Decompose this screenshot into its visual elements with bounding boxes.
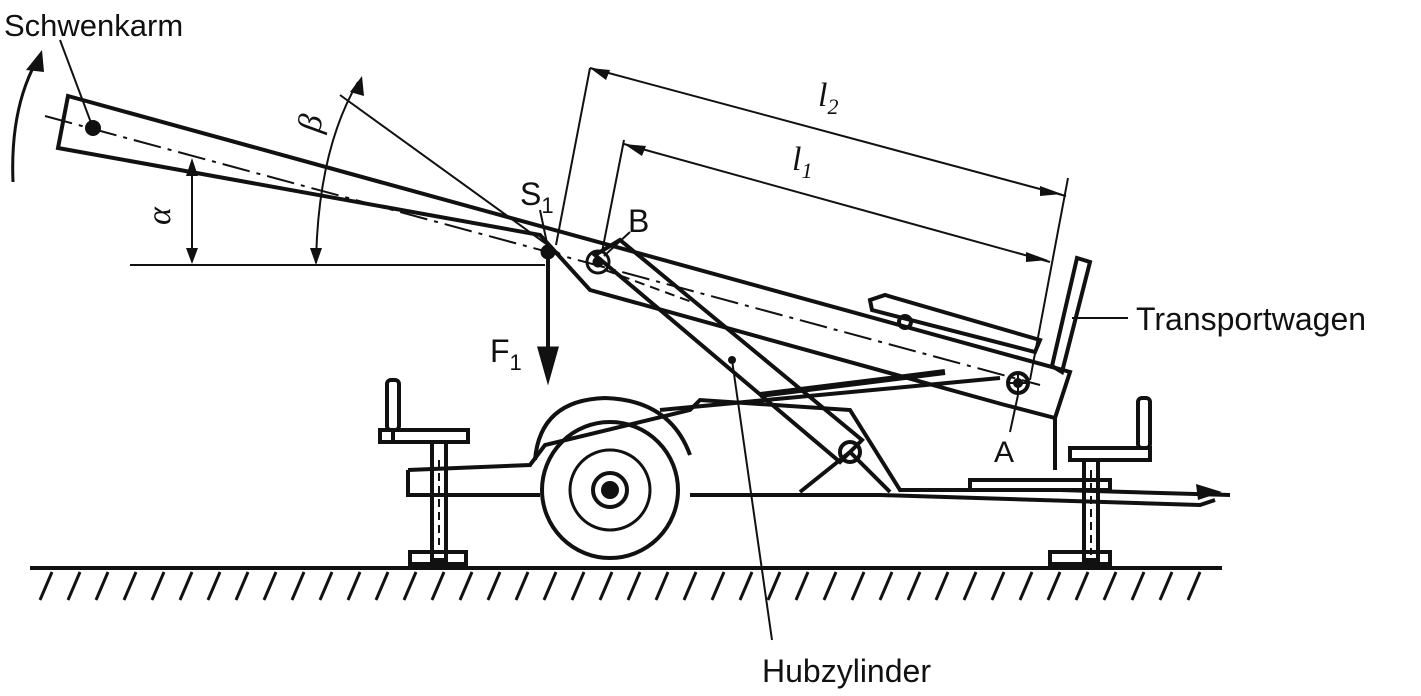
ground-hatch-line [234,571,250,601]
ground-hatch-line [1046,571,1062,601]
force-f1-arrowhead [537,346,559,386]
wheel [533,395,692,560]
label-a: A [994,436,1014,469]
ground-hatch-line [1102,571,1118,601]
right-support-jack [968,396,1152,566]
a-leader [1009,394,1019,433]
ground-hatch-line [486,571,502,601]
label-s-sub: 1 [541,193,553,218]
ground-hatch-line [542,571,558,601]
svg-text:F1: F1 [490,333,522,375]
label-beta: β [291,112,331,136]
ground-hatch-line [458,571,474,601]
angle-annotations [130,76,561,266]
label-s: S [520,176,541,212]
label-l2: l [818,77,827,114]
ground-hatch-line [374,571,390,601]
ground-hatch-line [1158,571,1174,601]
svg-text:l2: l2 [818,77,838,119]
label-hubzylinder: Hubzylinder [762,653,931,689]
ground-hatch-line [794,571,810,601]
ground-hatch-line [122,571,138,601]
ground-hatch-line [710,571,726,601]
label-alpha: α [141,206,178,225]
hubzylinder-leader [731,359,773,641]
transport-trolley [867,255,1128,470]
ground-hatch-line [1186,571,1202,601]
trailer-frame [406,369,1231,508]
length-dimensions [555,67,1069,381]
ground-hatch-line [962,571,978,601]
label-f-sub: 1 [510,350,522,375]
ground-hatch-line [1074,571,1090,601]
ground-hatch-line [682,571,698,601]
ground-hatch-line [906,571,922,601]
beta-reference-line [339,94,561,255]
ground-hatch-line [766,571,782,601]
tow-arrowhead [1196,484,1222,500]
label-l1-sub: 1 [801,158,812,183]
l1-dimension-line [623,143,1051,263]
ground-hatch-line [850,571,866,601]
ground-hatch-line [318,571,334,601]
ground-hatch-line [822,571,838,601]
ground-hatch-line [878,571,894,601]
ground-hatch-line [1018,571,1034,601]
ground-hatch-line [738,571,754,601]
ground [30,566,1222,601]
ground-hatch-line [654,571,670,601]
label-f: F [490,333,510,369]
label-transportwagen: Transportwagen [1136,301,1366,337]
ground-hatch-line [934,571,950,601]
swing-arm [44,39,1073,421]
ground-hatch-line [290,571,306,601]
ground-hatching [38,571,1202,601]
s1-leader [539,209,549,249]
label-schwenkarm: Schwenkarm [4,8,183,43]
ground-hatch-line [626,571,642,601]
hydraulic-cylinder [591,237,865,641]
label-b: B [628,203,649,239]
svg-text:S1: S1 [520,176,554,218]
ground-hatch-line [598,571,614,601]
ground-hatch-line [990,571,1006,601]
ground-hatch-line [430,571,446,601]
ground-hatch-line [206,571,222,601]
ground-hatch-line [570,571,586,601]
ground-hatch-line [346,571,362,601]
swing-arm-beam [55,93,1073,421]
points-and-force [537,209,631,386]
svg-text:l1: l1 [792,141,812,183]
schwenkarm-leader [59,39,94,129]
ground-hatch-line [1130,571,1146,601]
ground-hatch-line [178,571,194,601]
ground-hatch-line [150,571,166,601]
beta-arc [315,81,359,264]
ground-hatch-line [402,571,418,601]
ground-hatch-line [514,571,530,601]
label-l2-sub: 2 [827,94,838,119]
ground-hatch-line [94,571,110,601]
label-l1: l [792,141,801,178]
l2-dimension-line [589,67,1067,197]
ground-hatch-line [66,571,82,601]
left-support-jack [378,378,470,566]
ground-hatch-line [38,571,54,601]
rotation-arrow [11,50,44,183]
ground-hatch-line [262,571,278,601]
